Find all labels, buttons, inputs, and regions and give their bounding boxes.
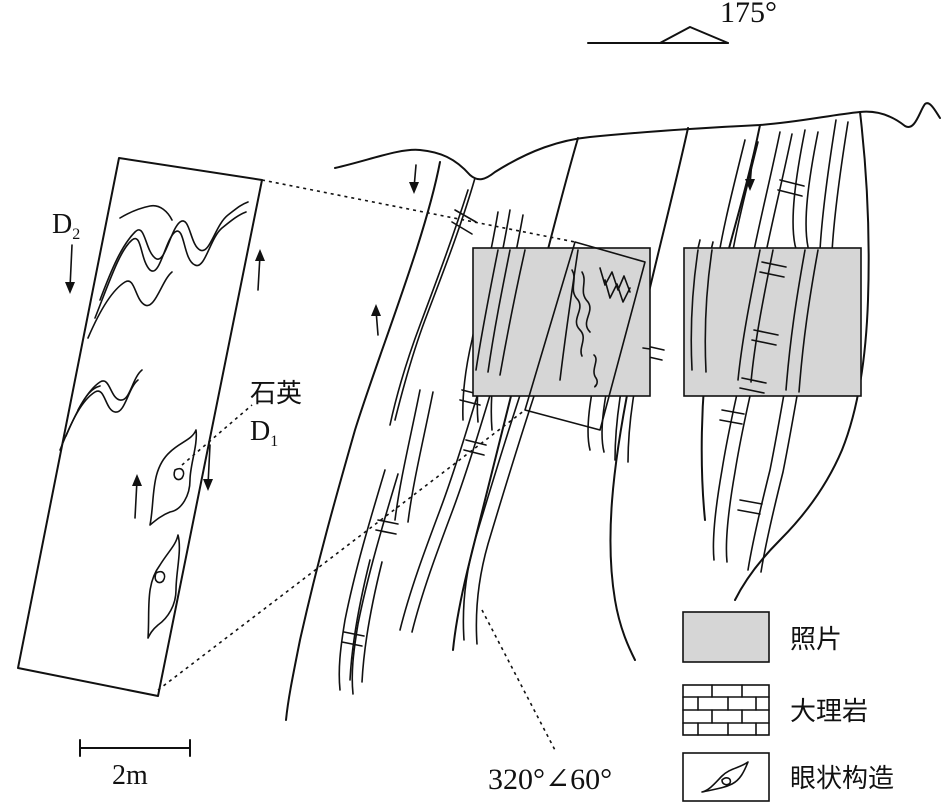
d2-folds (87, 201, 249, 339)
outcrop-profile (334, 102, 941, 181)
d1-folds (59, 369, 143, 451)
shear-arrows-main (371, 159, 755, 336)
legend: 照片 大理岩 眼状构造 (682, 611, 894, 802)
photo-box-2 (683, 247, 862, 397)
label-quartz: 石英 (250, 379, 302, 409)
strike-symbol (587, 26, 729, 44)
strike-label: 175° (720, 0, 777, 29)
scale-label: 2m (112, 760, 148, 791)
legend-photo-label: 照片 (790, 625, 842, 655)
marble-layers (338, 119, 849, 695)
label-d1: D1 (250, 416, 278, 450)
legend-eye-label: 眼状构造 (790, 764, 894, 794)
label-d2: D2 (52, 209, 80, 243)
photo-overlay-lines (475, 249, 819, 394)
eye-structure-upper (149, 429, 198, 526)
legend-marble-swatch (682, 684, 770, 736)
legend-photo-swatch (682, 611, 770, 663)
legend-eye-swatch (682, 752, 770, 802)
shear-arrows-inset (65, 244, 265, 519)
sample-sketch-box (524, 241, 646, 431)
outcrop-left-boundary (285, 161, 441, 721)
inset-sketch (17, 157, 265, 697)
scale-bar (79, 739, 191, 757)
eye-structure-lower (147, 534, 181, 639)
attitude-label: 320°∠60° (488, 763, 612, 796)
legend-marble-label: 大理岩 (790, 697, 868, 727)
